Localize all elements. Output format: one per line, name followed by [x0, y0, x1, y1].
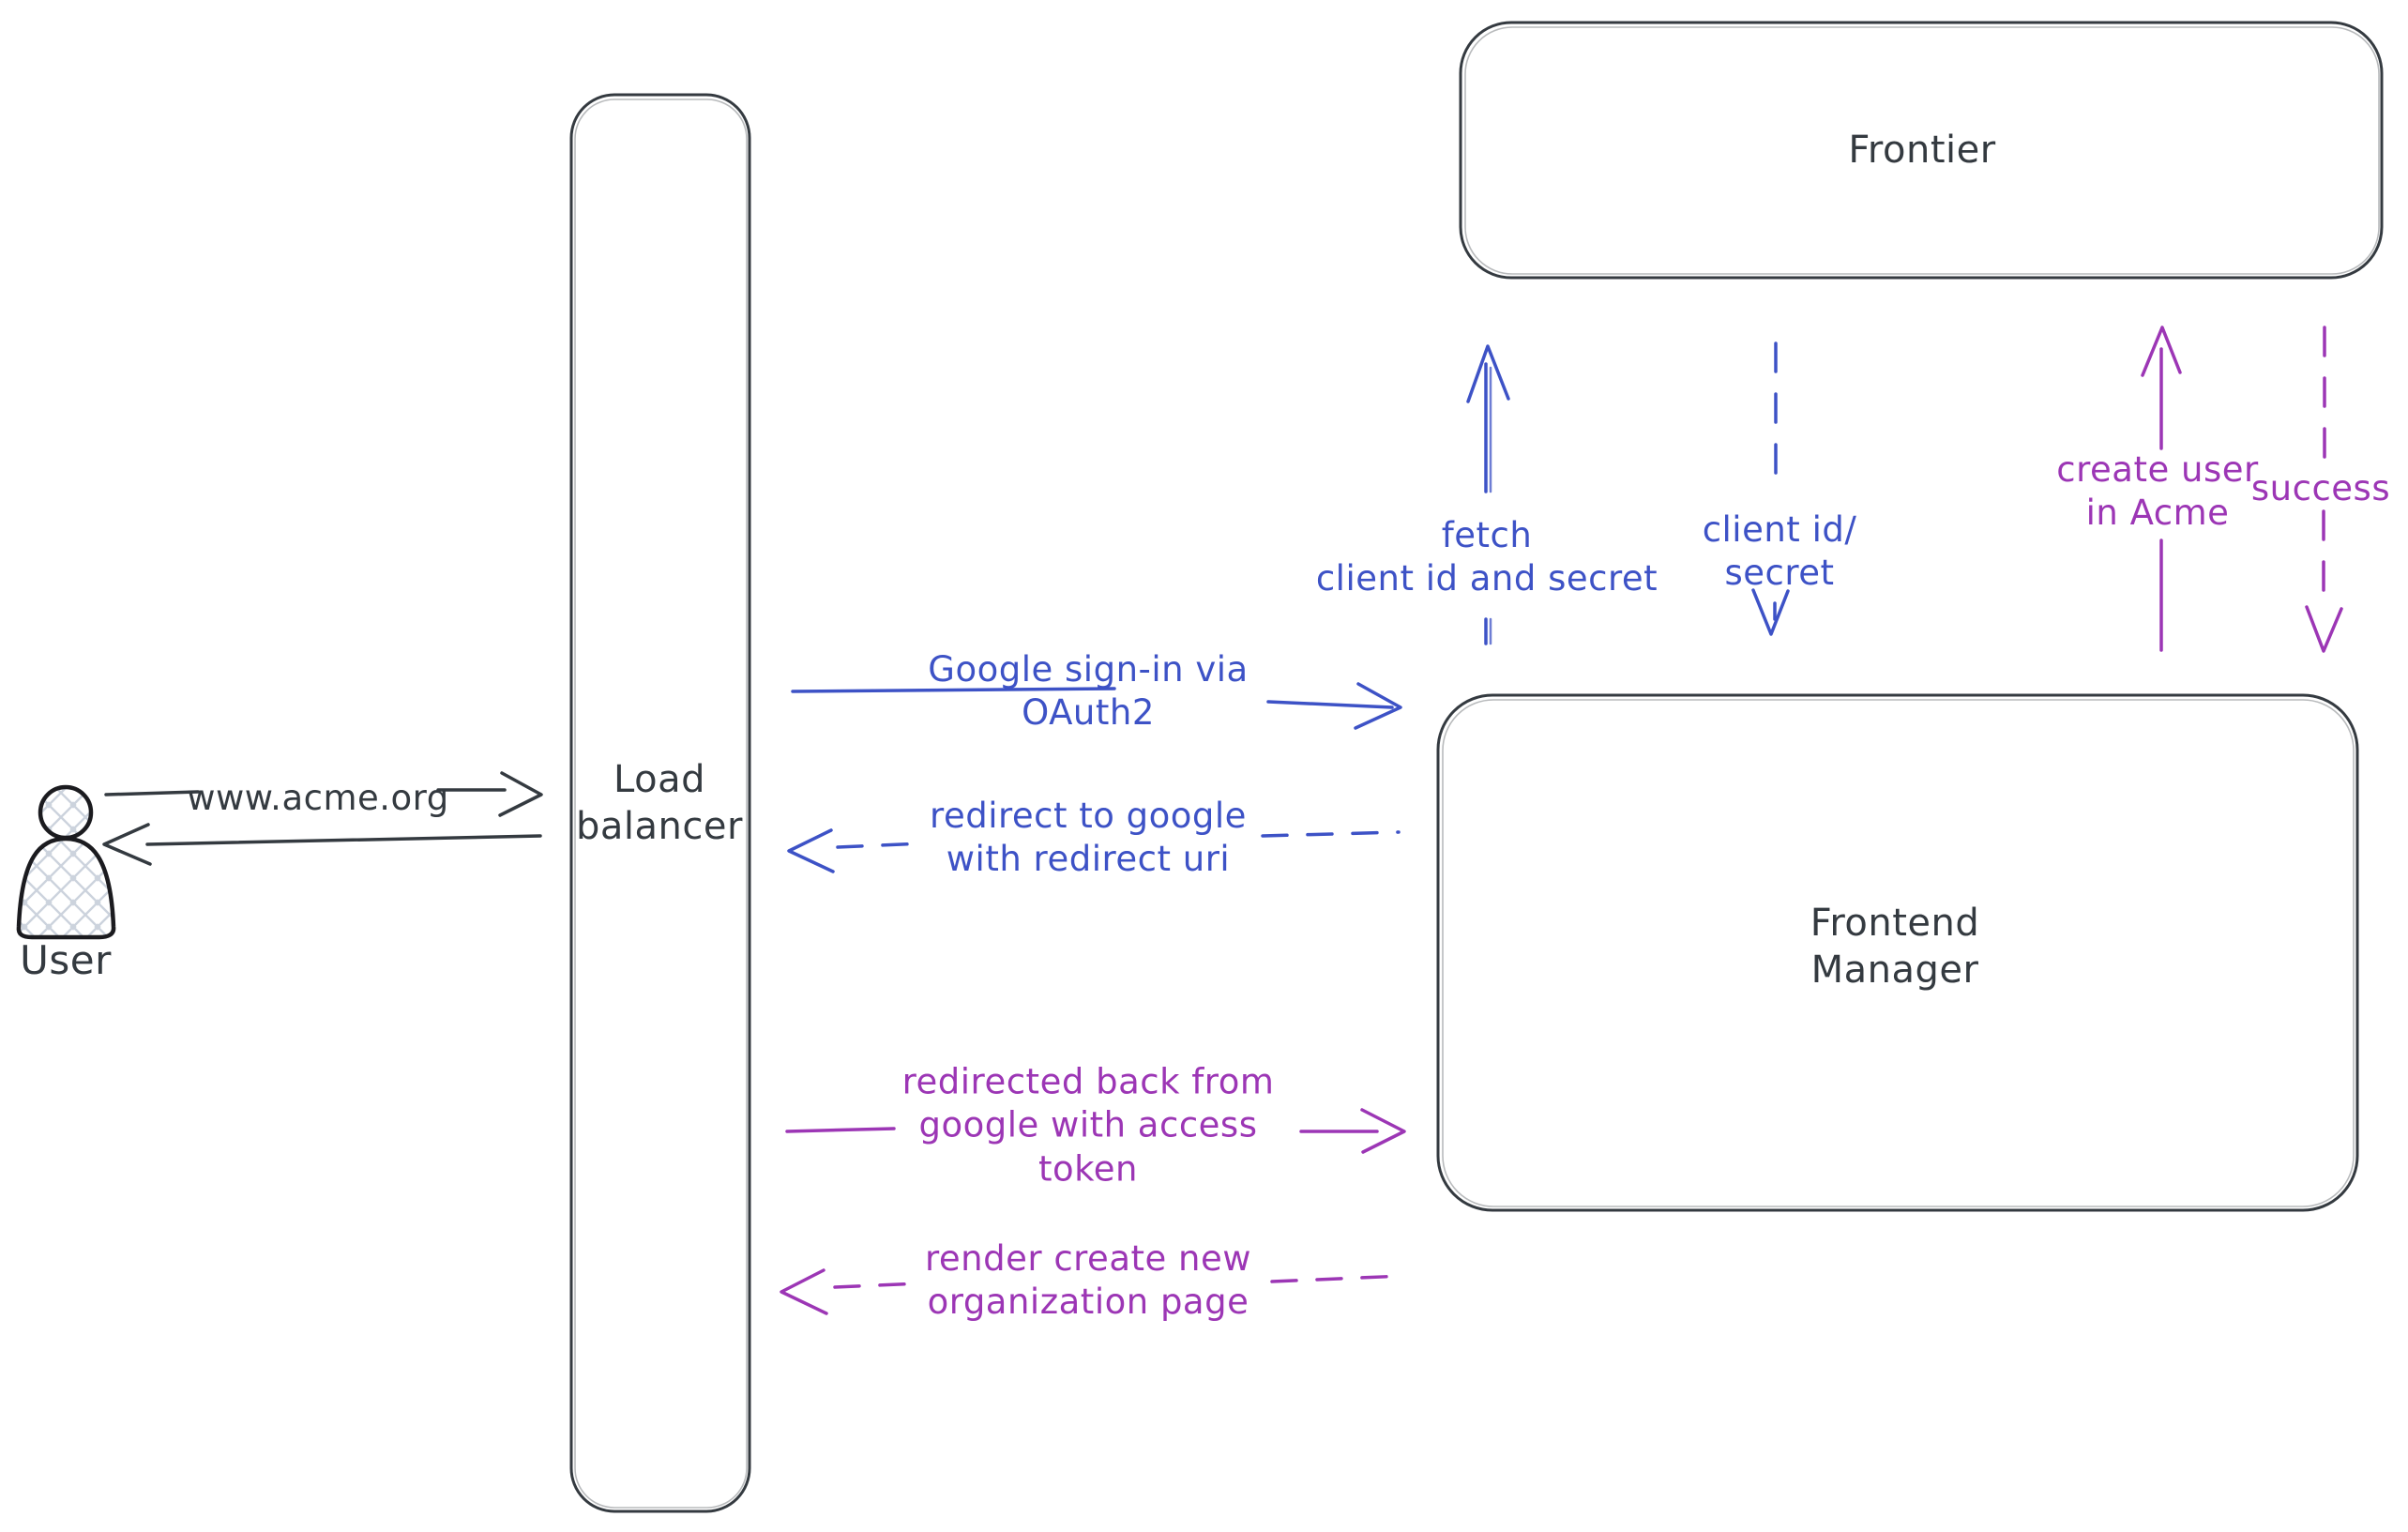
- user-label: User: [20, 936, 112, 983]
- arrow-lb-to-user: [102, 823, 542, 866]
- user-icon-head: [38, 784, 94, 841]
- frontend-manager-box: [1436, 693, 2359, 1212]
- arrow-google-signin: [791, 682, 1402, 730]
- label-redirected-back: redirected back from google with access …: [901, 1061, 1275, 1190]
- user-icon-body: [16, 836, 116, 940]
- label-www-acme: www.acme.org: [187, 777, 449, 818]
- user-icon: [16, 784, 116, 940]
- frontend-manager-box-sketch-line: [1442, 699, 2355, 1207]
- arrow-render-org-page: [780, 1268, 1406, 1315]
- frontier-label: Frontier: [1848, 129, 1996, 172]
- arrow-redirect-google: [787, 828, 1401, 873]
- frontier-box-sketch-line: [1464, 26, 2380, 275]
- label-google-signin: Google sign-in via OAuth2: [928, 648, 1249, 733]
- load-balancer-label: Load balancer: [576, 758, 743, 848]
- label-render-org-page: render create new organization page: [924, 1237, 1252, 1322]
- arrow-success: [2305, 326, 2343, 653]
- arrow-create-user: [2141, 326, 2182, 652]
- arrow-redirected-back: [785, 1108, 1406, 1154]
- arrow-www-acme: [104, 771, 543, 817]
- label-success: success: [2250, 467, 2391, 508]
- label-client-id-secret: client id/ secret: [1702, 508, 1857, 593]
- arrow-client-id-secret: [1751, 341, 1790, 636]
- load-balancer-box: [569, 93, 751, 1513]
- load-balancer-box-sketch-line: [574, 99, 748, 1509]
- label-fetch-client-secret: fetch client id and secret: [1315, 514, 1658, 599]
- label-redirect-google: redirect to google with redirect uri: [930, 795, 1247, 879]
- label-create-user: create user in Acme: [2056, 448, 2259, 533]
- frontier-box: [1459, 21, 2384, 280]
- frontend-manager-label: Frontend Manager: [1810, 902, 1980, 992]
- arrow-fetch-client-secret: [1466, 344, 1510, 645]
